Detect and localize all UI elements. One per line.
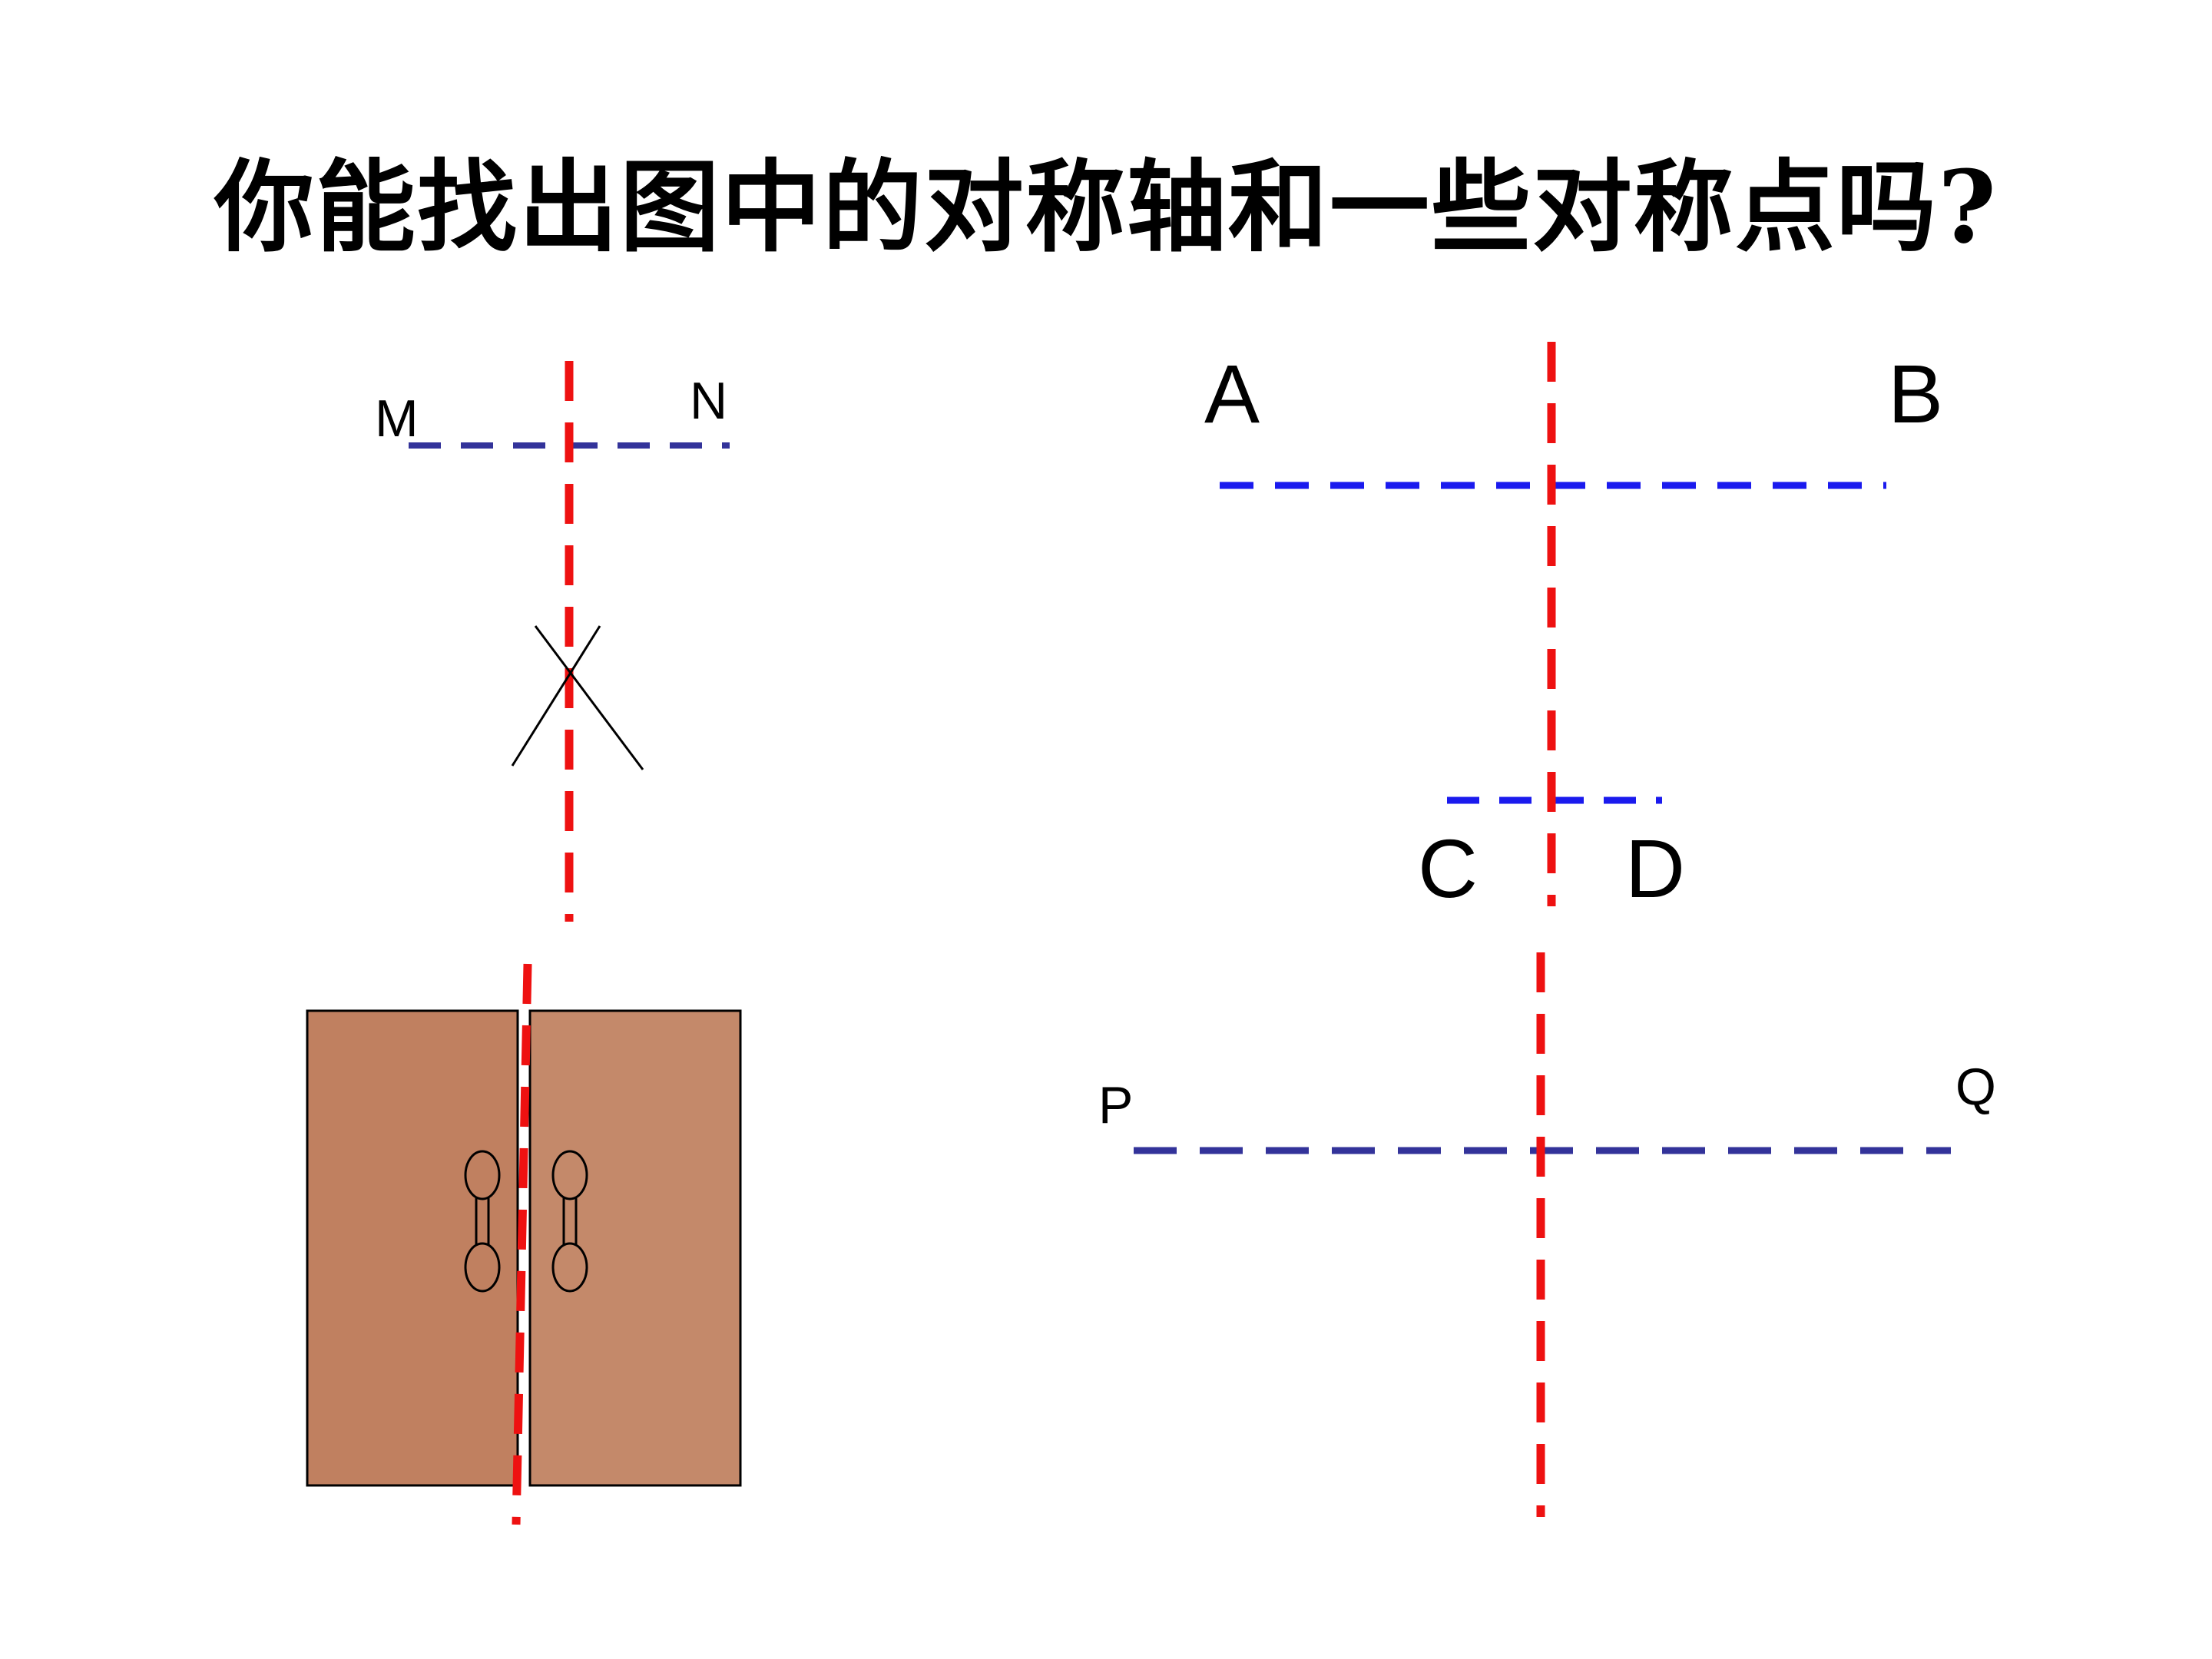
slide-title: 你能找出图中的对称轴和一些对称点吗? (214, 148, 1998, 266)
label-d: D (1625, 822, 1685, 915)
cross-line-b (511, 625, 601, 767)
symmetry-axis-left-lower (512, 963, 532, 1525)
label-n: N (690, 372, 727, 430)
label-q: Q (1955, 1058, 1996, 1116)
label-a: A (1204, 347, 1260, 440)
handle-left (464, 1150, 501, 1293)
cross-line-a (534, 625, 644, 770)
label-m: M (375, 389, 419, 448)
label-b: B (1888, 347, 1943, 440)
label-p: P (1098, 1076, 1133, 1134)
handle-right (551, 1150, 588, 1293)
label-c: C (1418, 822, 1478, 915)
